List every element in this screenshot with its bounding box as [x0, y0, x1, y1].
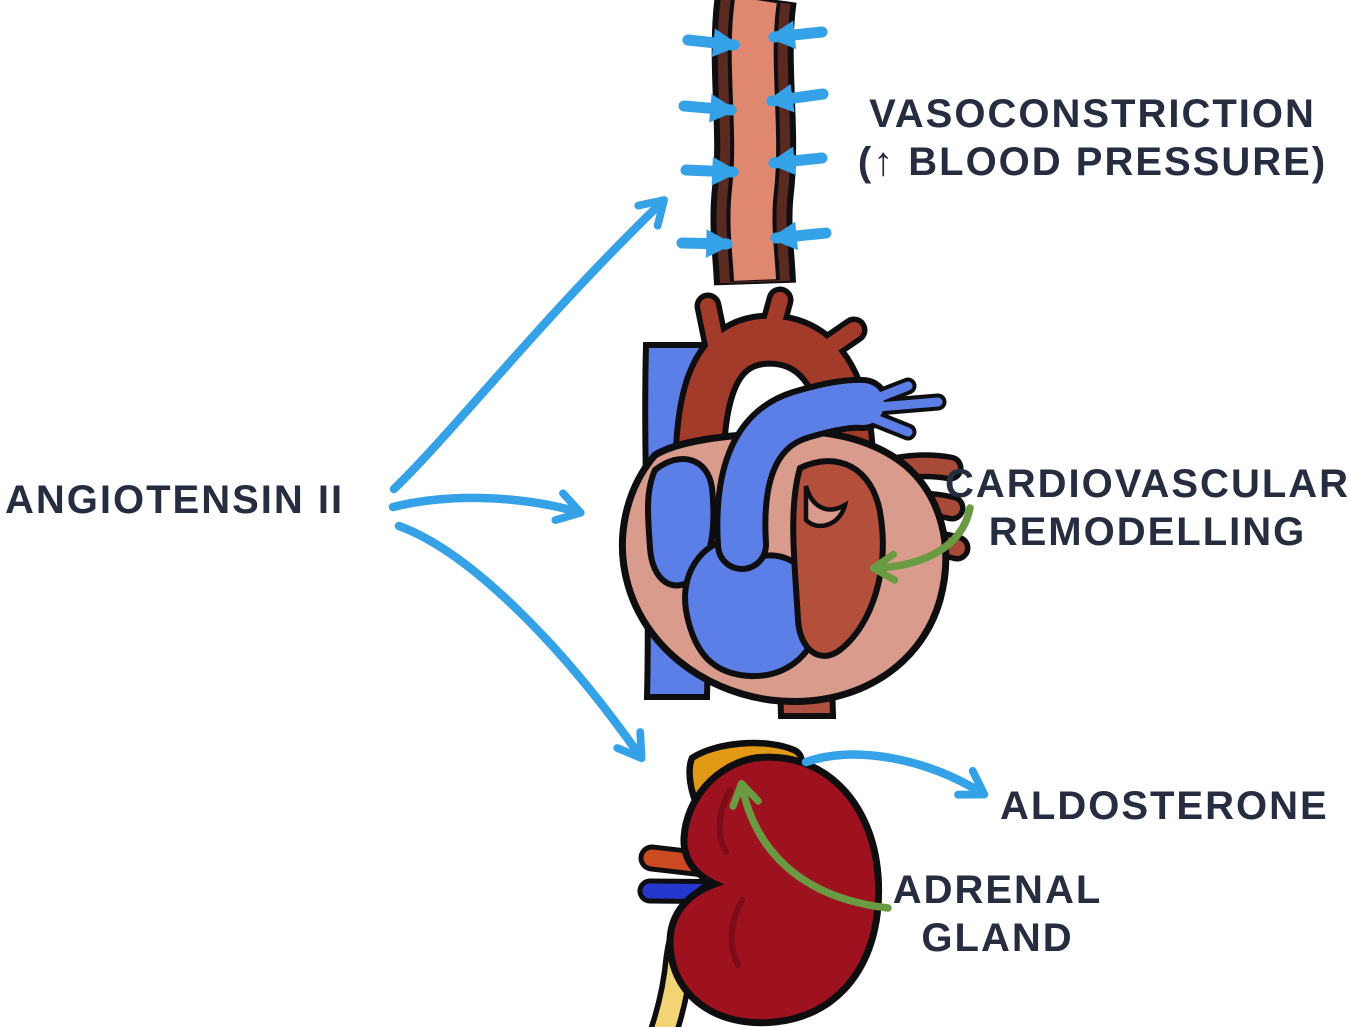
adrenal-gland-label: ADRENAL GLAND — [875, 866, 1120, 962]
vasoconstriction-inward-arrows — [676, 20, 832, 258]
adrenal-gland-label-line2: GLAND — [921, 916, 1074, 960]
adrenal-gland-label-line1: ADRENAL — [892, 868, 1103, 912]
vasoconstriction-label: VASOCONSTRICTION (↑ BLOOD PRESSURE) — [840, 90, 1345, 186]
cardiovascular-label-line2: REMODELLING — [988, 510, 1307, 554]
vasoconstriction-label-line1: VASOCONSTRICTION — [869, 92, 1316, 136]
cardiovascular-remodelling-label: CARDIOVASCULAR REMODELLING — [945, 460, 1350, 556]
angiotensin-label: ANGIOTENSIN II — [5, 478, 345, 522]
kidney-illustration — [637, 739, 883, 1027]
kidney-body — [666, 753, 883, 1027]
arrow-to-kidney — [394, 521, 646, 763]
arrow-to-vessel — [389, 196, 668, 494]
adrenal-callout-arrow — [729, 779, 892, 912]
aldosterone-label: ALDOSTERONE — [1000, 784, 1329, 828]
heart-illustration — [619, 286, 971, 719]
cardiovascular-label-line1: CARDIOVASCULAR — [945, 462, 1350, 506]
arrow-to-heart — [388, 489, 585, 525]
vasoconstriction-label-line2: (↑ BLOOD PRESSURE) — [857, 140, 1328, 184]
remodelling-callout-arrow — [869, 504, 974, 584]
blood-vessel-illustration — [710, 0, 797, 286]
aldosterone-arrow — [801, 750, 989, 799]
angiotensin-arrows — [388, 196, 668, 763]
